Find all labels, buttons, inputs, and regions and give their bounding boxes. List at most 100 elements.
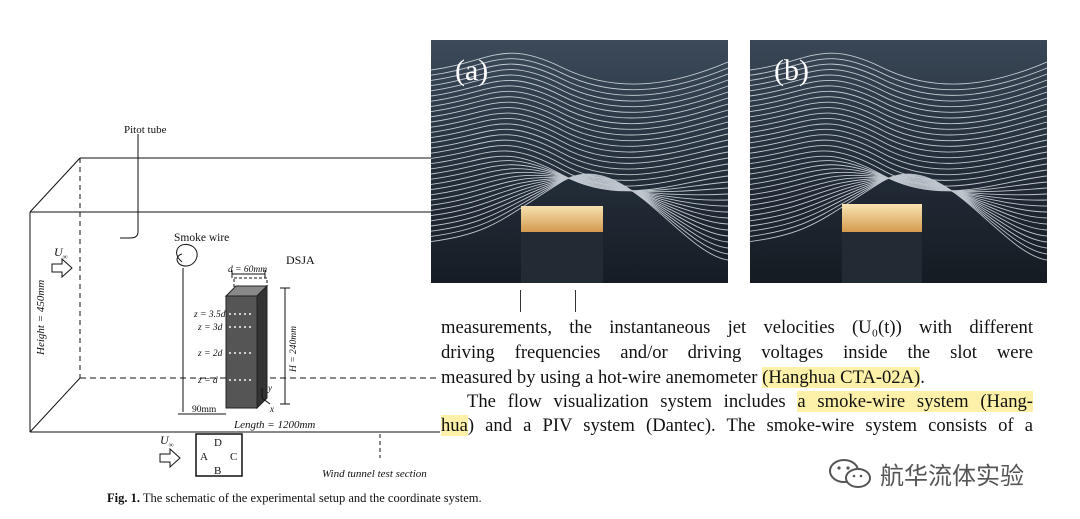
smoke-streakline bbox=[431, 107, 728, 142]
smoke-streakline bbox=[750, 107, 1047, 142]
body-line-5-text: ) and a PIV system (Dantec). The smoke-w… bbox=[467, 415, 1033, 436]
smoke-streakline bbox=[431, 150, 728, 187]
smoke-streakline bbox=[431, 173, 728, 261]
highlight-smoke-wire: a smoke-wire system (Hang- bbox=[797, 391, 1033, 412]
smoke-streakline bbox=[750, 128, 1047, 164]
smoke-streakline bbox=[750, 85, 1047, 119]
smoke-streakline bbox=[750, 118, 1047, 153]
body-line-2: driving frequencies and/or driving volta… bbox=[441, 342, 1033, 363]
smoke-streakline bbox=[431, 58, 728, 91]
length-dimension-label: Length = 1200mm bbox=[233, 419, 315, 431]
jet-height-label: H = 240mm bbox=[289, 326, 299, 373]
offset-dimension-label: 90mm bbox=[192, 405, 217, 415]
smoke-streakline bbox=[750, 177, 1047, 225]
photo-a-label: (a) bbox=[455, 54, 489, 87]
smoke-streakline bbox=[750, 90, 1047, 125]
face-d-label: D bbox=[214, 437, 222, 449]
smoke-streakline bbox=[750, 63, 1047, 96]
smoke-streakline bbox=[750, 123, 1047, 159]
smoke-streakline bbox=[431, 63, 728, 96]
smoke-streakline bbox=[431, 174, 728, 207]
smoke-streakline bbox=[750, 101, 1047, 136]
freestream-symbol-bottom: U∞ bbox=[160, 433, 174, 449]
smoke-streakline bbox=[431, 69, 728, 102]
z-level-2: z = 3d bbox=[197, 323, 223, 333]
wechat-watermark: 航华流体实验 bbox=[828, 456, 1024, 491]
smoke-streakline bbox=[431, 164, 728, 193]
smoke-streakline bbox=[431, 101, 728, 136]
smoke-streakline bbox=[431, 112, 728, 147]
smoke-streakline bbox=[431, 177, 728, 225]
figure-caption-text: The schematic of the experimental setup … bbox=[142, 491, 482, 505]
smoke-streakline bbox=[750, 96, 1047, 130]
column-tick-left bbox=[520, 290, 521, 312]
body-line-1: measurements, the instantaneous jet velo… bbox=[441, 317, 1033, 338]
z-level-4: z = d bbox=[197, 376, 218, 386]
smoke-streakline bbox=[431, 177, 728, 213]
smoke-streakline bbox=[431, 177, 728, 219]
smoke-streakline bbox=[431, 139, 728, 176]
setup-schematic: Pitot tube Smoke wire DSJA d = 60mm Heig… bbox=[29, 124, 440, 480]
z-level-3: z = 2d bbox=[197, 349, 223, 359]
smoke-visualization-photo-b: (b) bbox=[750, 40, 1047, 283]
smoke-streakline bbox=[750, 69, 1047, 102]
smoke-streakline bbox=[750, 139, 1047, 176]
smoke-streakline bbox=[431, 85, 728, 119]
smoke-streakline bbox=[750, 79, 1047, 113]
smoke-streakline bbox=[750, 177, 1047, 219]
smoke-streakline bbox=[750, 74, 1047, 108]
wechat-icon bbox=[829, 458, 871, 488]
width-dimension-label: d = 60mm bbox=[228, 265, 267, 275]
body-line-5: hua) and a PIV system (Dantec). The smok… bbox=[441, 414, 1033, 438]
freestream-symbol-top: U∞ bbox=[54, 245, 68, 261]
smoke-streakline bbox=[431, 79, 728, 113]
smoke-streakline bbox=[431, 171, 728, 201]
face-b-label: B bbox=[214, 465, 221, 477]
smoke-streakline bbox=[431, 134, 728, 170]
smoke-streakline bbox=[431, 145, 728, 181]
smoke-streakline bbox=[431, 118, 728, 153]
column-tick-right bbox=[575, 290, 576, 312]
body-line-3: measured by using a hot-wire anemometer … bbox=[441, 366, 1033, 390]
dsja-label: DSJA bbox=[286, 253, 315, 267]
axis-x-label: x bbox=[269, 404, 274, 414]
smoke-streakline bbox=[750, 164, 1047, 193]
smoke-streakline bbox=[750, 150, 1047, 187]
axis-y-label: y bbox=[267, 383, 272, 393]
smoke-streakline bbox=[431, 123, 728, 159]
watermark-text: 航华流体实验 bbox=[880, 462, 1024, 490]
height-dimension-label: Height = 450mm bbox=[35, 280, 47, 356]
figure-caption: Fig. 1. The schematic of the experimenta… bbox=[107, 491, 482, 506]
smoke-streakline bbox=[750, 168, 1047, 196]
smoke-wire-label: Smoke wire bbox=[174, 232, 229, 244]
pitot-tube-label: Pitot tube bbox=[124, 124, 167, 136]
face-a-label: A bbox=[200, 451, 208, 463]
smoke-streakline bbox=[750, 177, 1047, 231]
z-level-1: z = 3.5d bbox=[193, 310, 226, 320]
smoke-streakline bbox=[750, 160, 1047, 192]
smoke-streakline bbox=[431, 74, 728, 108]
body-line-3-end: . bbox=[920, 367, 925, 388]
smoke-streakline bbox=[431, 128, 728, 164]
smoke-streakline bbox=[750, 134, 1047, 170]
smoke-streakline bbox=[750, 52, 1047, 85]
smoke-streakline bbox=[750, 177, 1047, 213]
smoke-streakline bbox=[431, 168, 728, 196]
smoke-streakline bbox=[431, 96, 728, 130]
face-c-label: C bbox=[230, 451, 237, 463]
smoke-streakline bbox=[750, 145, 1047, 181]
smoke-streakline bbox=[431, 90, 728, 125]
test-section-label: Wind tunnel test section bbox=[322, 468, 427, 480]
smoke-streakline bbox=[431, 52, 728, 85]
smoke-visualization-photo-a: (a) bbox=[431, 40, 728, 283]
highlight-hanghua: (Hanghua CTA-02A) bbox=[762, 367, 921, 388]
smoke-streakline bbox=[750, 112, 1047, 147]
body-line-4: The flow visualization system includes a… bbox=[467, 390, 1033, 414]
smoke-streakline bbox=[431, 160, 728, 192]
smoke-streakline bbox=[431, 177, 728, 231]
body-line-3-text: measured by using a hot-wire anemometer bbox=[441, 367, 763, 388]
figure-caption-label: Fig. 1. bbox=[107, 491, 140, 505]
smoke-streakline bbox=[750, 173, 1047, 261]
smoke-streakline bbox=[750, 58, 1047, 91]
smoke-streakline bbox=[750, 174, 1047, 207]
